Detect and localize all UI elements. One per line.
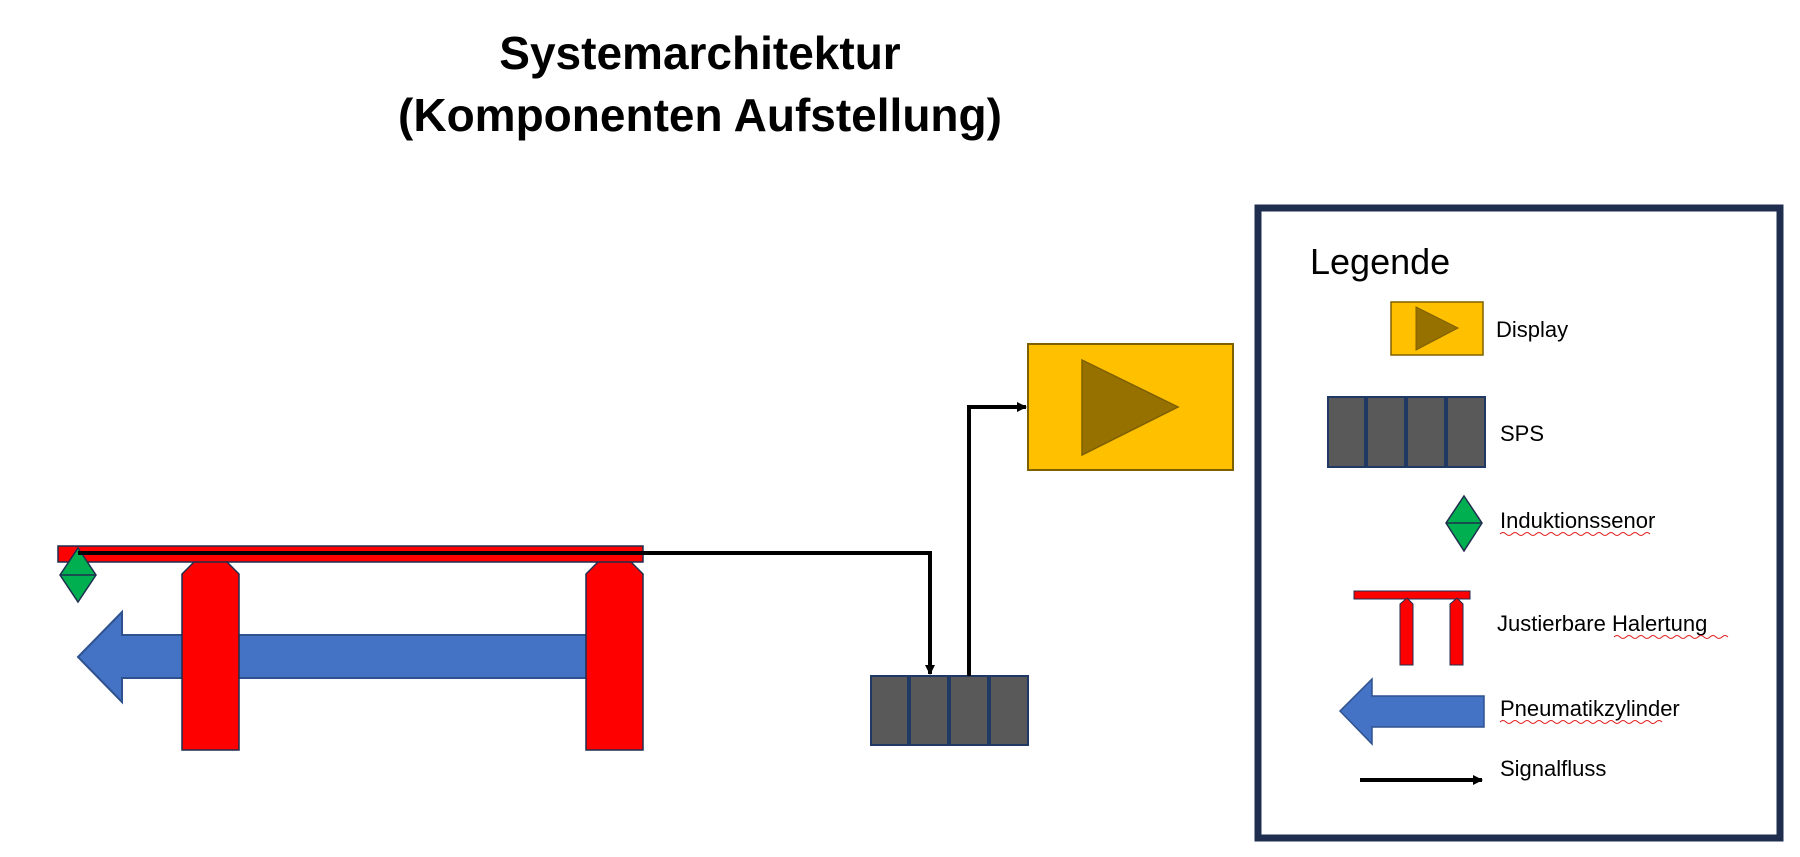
legend-adjustable-mount-icon xyxy=(1353,590,1471,666)
display-unit xyxy=(1027,343,1234,471)
sps-unit xyxy=(870,675,1029,746)
legend-display-icon xyxy=(1390,301,1484,356)
legend-pneumatic-cylinder-icon xyxy=(1338,677,1485,746)
legend-box xyxy=(1254,204,1784,842)
signal-line-sensor-to-sps xyxy=(78,551,935,675)
legend-inductive-sensor-icon xyxy=(1445,494,1483,553)
spellcheck-underline xyxy=(1499,720,1663,724)
spellcheck-underline xyxy=(1499,532,1651,536)
spellcheck-underline xyxy=(1613,635,1729,639)
legend-label-signal-flow: Signalfluss xyxy=(1500,756,1606,781)
mount-leg-right xyxy=(585,560,644,751)
legend-label-display: Display xyxy=(1496,317,1568,342)
legend-label-sps: SPS xyxy=(1500,421,1544,446)
title-line-2: (Komponenten Aufstellung) xyxy=(398,89,1002,141)
mount-leg-left xyxy=(181,560,240,751)
page-title: Systemarchitektur (Komponenten Aufstellu… xyxy=(300,22,1100,146)
legend-heading: Legende xyxy=(1310,241,1450,282)
legend-label-inductive-sensor: Induktionssenor xyxy=(1500,508,1655,533)
title-line-1: Systemarchitektur xyxy=(499,27,901,79)
pneumatic-cylinder xyxy=(76,609,591,705)
signal-line-sps-to-display xyxy=(967,402,1027,676)
legend-sps-icon xyxy=(1327,396,1486,468)
legend-label-pneumatic-cylinder: Pneumatikzylinder xyxy=(1500,696,1680,721)
legend-label-adjustable-mount: Justierbare Halertung xyxy=(1497,611,1707,636)
